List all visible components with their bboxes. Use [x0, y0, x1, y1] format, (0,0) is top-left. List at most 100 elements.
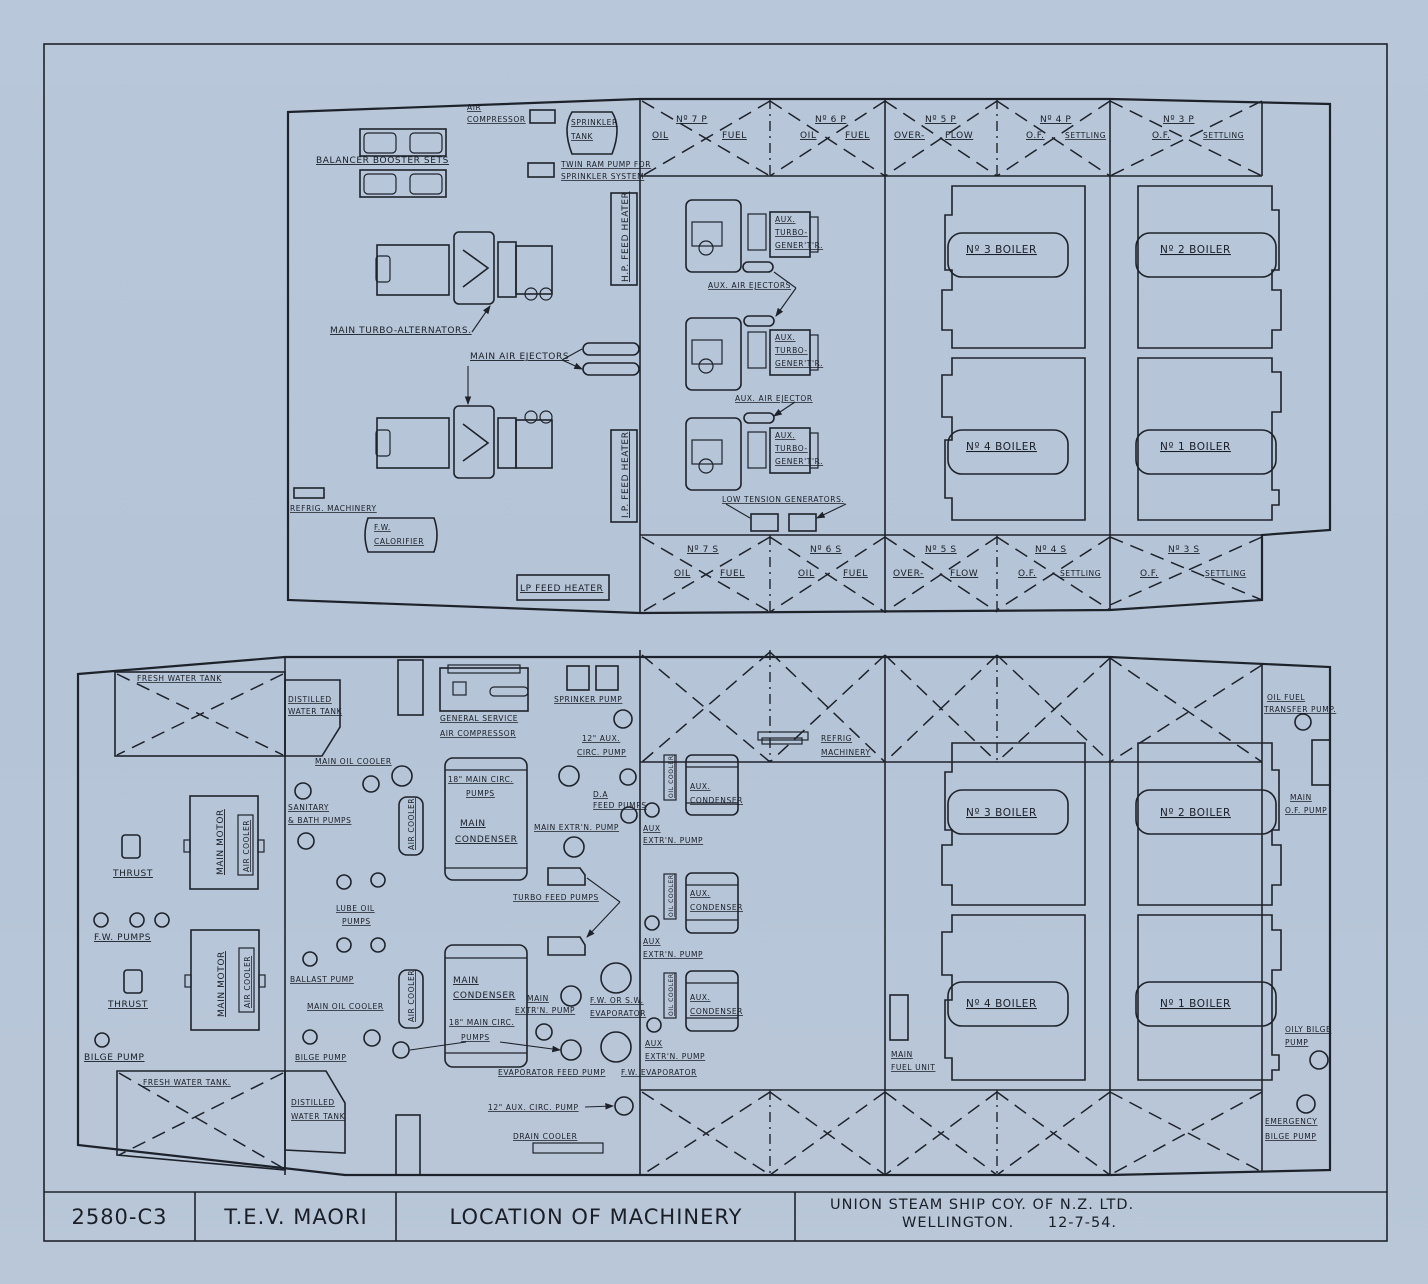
drain-cooler-label: DRAIN COOLER	[513, 1132, 577, 1141]
aux-air-ejectors-label: AUX. AIR EJECTORS	[708, 281, 791, 290]
fw-calorifier-label: F.W.	[374, 523, 391, 532]
tank-6s-left: OIL	[798, 569, 815, 579]
low-tension-generator-2	[788, 513, 817, 532]
tank-3p-right: SETTLING	[1203, 131, 1244, 140]
ip-feed-heater-label: I.P. FEED HEATER	[621, 431, 631, 518]
svg-text:CONDENSER: CONDENSER	[453, 991, 516, 1001]
svg-text:AIR COOLER: AIR COOLER	[243, 956, 252, 1008]
air-cooler-fwd	[398, 796, 424, 856]
hp-feed-heater	[610, 192, 638, 286]
aux-turbo-generator-2: AUX. TURBO- GENER'T'R.	[685, 317, 823, 391]
tank-7s-left: OIL	[674, 569, 691, 579]
svg-text:EXTR'N. PUMP: EXTR'N. PUMP	[643, 950, 703, 959]
low-tension-generator-1	[750, 513, 779, 532]
sanitary-label: SANITARY	[288, 803, 329, 812]
sprinkler-tank	[566, 111, 618, 155]
bilge-pump-label-2: BILGE PUMP	[295, 1053, 346, 1062]
location-date-row: WELLINGTON. 12-7-54.	[830, 1215, 1190, 1231]
thrust-block-aft	[123, 969, 143, 994]
refrig-machinery-upper	[293, 487, 325, 499]
ip-feed-heater	[610, 429, 638, 523]
lower-boiler-3: Nº 3 BOILER	[966, 807, 1037, 819]
tank-3p-no: Nº 3 P	[1163, 115, 1194, 125]
turbo-feed-pump-2	[547, 936, 586, 956]
drawing-number: 2580-C3	[71, 1205, 168, 1229]
air-compressor-label: AIR	[467, 103, 481, 112]
svg-text:AUX.: AUX.	[775, 215, 796, 224]
tank-7p-right: FUEL	[722, 131, 747, 141]
tank-6s-right: FUEL	[843, 569, 868, 579]
upper-deck-plan: Nº 7 P OIL FUEL Nº 6 P OIL FUEL Nº 5 P O…	[286, 97, 1332, 615]
svg-text:PUMPS: PUMPS	[342, 917, 371, 926]
svg-text:O.F. PUMP: O.F. PUMP	[1285, 806, 1327, 815]
sanitary-label-2: & BATH PUMPS	[288, 816, 352, 825]
twin-ram-label-2: SPRINKLER SYSTEM	[561, 172, 644, 181]
svg-text:PUMP: PUMP	[1285, 1038, 1308, 1047]
fw-calorifier-label-2: CALORIFIER	[374, 537, 424, 546]
svg-text:AUX.: AUX.	[775, 333, 796, 342]
drain-cooler	[532, 1142, 604, 1154]
svg-text:WATER TANK: WATER TANK	[291, 1112, 346, 1121]
tank-4p-right: SETTLING	[1065, 131, 1106, 140]
svg-text:MAIN MOTOR: MAIN MOTOR	[217, 951, 227, 1017]
turbo-feed-pump-1	[547, 867, 586, 886]
sprinkler-tank-label: SPRINKLER	[571, 118, 618, 127]
fw-pumps-label: F.W. PUMPS	[94, 933, 151, 943]
sprinkler-tank-label-2: TANK	[570, 132, 594, 141]
thrust-label-2: THRUST	[107, 1000, 148, 1010]
svg-text:EXTR'N. PUMP: EXTR'N. PUMP	[643, 836, 703, 845]
svg-text:FEED PUMPS: FEED PUMPS	[593, 801, 647, 810]
main-condenser-aft	[444, 944, 528, 1068]
svg-text:CONDENSER: CONDENSER	[690, 1007, 743, 1016]
main-air-ejectors-label: MAIN AIR EJECTORS	[470, 352, 569, 362]
svg-text:WATER TANK: WATER TANK	[288, 707, 343, 716]
tank-5s-no: Nº 5 S	[925, 545, 957, 555]
svg-text:EXTR'N. PUMP: EXTR'N. PUMP	[645, 1052, 705, 1061]
tank-5p-left: OVER-	[894, 131, 925, 141]
main-fuel-unit-label: MAIN	[891, 1050, 913, 1059]
lower-boilers: Nº 3 BOILER Nº 2 BOILER Nº 4 BOILER Nº 1…	[941, 742, 1282, 1081]
distilled-water-tank-aft	[284, 1070, 346, 1154]
svg-text:TURBO-: TURBO-	[774, 228, 808, 237]
lower-boiler-1: Nº 1 BOILER	[1160, 998, 1231, 1010]
air-compressor	[529, 109, 556, 124]
lower-boiler-4: Nº 4 BOILER	[966, 998, 1037, 1010]
tank-4s-left: O.F.	[1018, 569, 1037, 579]
svg-text:PUMPS: PUMPS	[466, 789, 495, 798]
main-air-ejector-1	[582, 342, 640, 356]
svg-text:AUX.: AUX.	[690, 889, 711, 898]
company-block: UNION STEAM SHIP COY. OF N.Z. LTD. WELLI…	[830, 1197, 1190, 1231]
svg-text:MAIN: MAIN	[527, 994, 549, 1003]
upper-boiler-2: Nº 2 BOILER	[1160, 244, 1231, 256]
tank-7p-left: OIL	[652, 131, 669, 141]
svg-text:TURBO-: TURBO-	[774, 444, 808, 453]
gen-service-label: GENERAL SERVICE	[440, 714, 518, 723]
svg-text:AUX.: AUX.	[690, 782, 711, 791]
tank-7s-right: FUEL	[720, 569, 745, 579]
svg-text:DISTILLED: DISTILLED	[288, 695, 332, 704]
svg-text:DISTILLED: DISTILLED	[291, 1098, 335, 1107]
svg-text:AUX: AUX	[645, 1039, 663, 1048]
turbo-feed-label: TURBO FEED PUMPS	[512, 893, 599, 902]
twin-ram-pump	[527, 162, 555, 178]
lp-feed-heater-label: LP FEED HEATER	[520, 584, 603, 594]
tank-5p-right: FLOW	[945, 131, 973, 141]
main-fuel-unit	[889, 994, 909, 1041]
svg-text:OIL COOLER: OIL COOLER	[668, 973, 675, 1016]
svg-text:FUEL UNIT: FUEL UNIT	[891, 1063, 935, 1072]
svg-text:18" MAIN CIRC.: 18" MAIN CIRC.	[449, 1018, 515, 1027]
twin-ram-label: TWIN RAM PUMP FOR	[560, 160, 651, 169]
fw-evap-label: F.W. EVAPORATOR	[621, 1068, 697, 1077]
aux-turbo-generator-3: AUX. TURBO- GENER'T'R.	[685, 417, 823, 491]
svg-text:MAIN MOTOR: MAIN MOTOR	[216, 809, 226, 875]
svg-text:GENER'T'R.: GENER'T'R.	[775, 241, 823, 250]
aux-circ-lower-label: 12" AUX. CIRC. PUMP	[488, 1103, 579, 1112]
svg-text:MACHINERY: MACHINERY	[821, 748, 871, 757]
main-of-pump-label: MAIN	[1290, 793, 1312, 802]
distilled-water-tank-fwd	[284, 679, 341, 757]
upper-boiler-3: Nº 3 BOILER	[966, 244, 1037, 256]
air-cooler-aft	[398, 969, 424, 1029]
main-extr-label: MAIN EXTR'N. PUMP	[534, 823, 619, 832]
drawing-border	[43, 43, 1388, 1242]
